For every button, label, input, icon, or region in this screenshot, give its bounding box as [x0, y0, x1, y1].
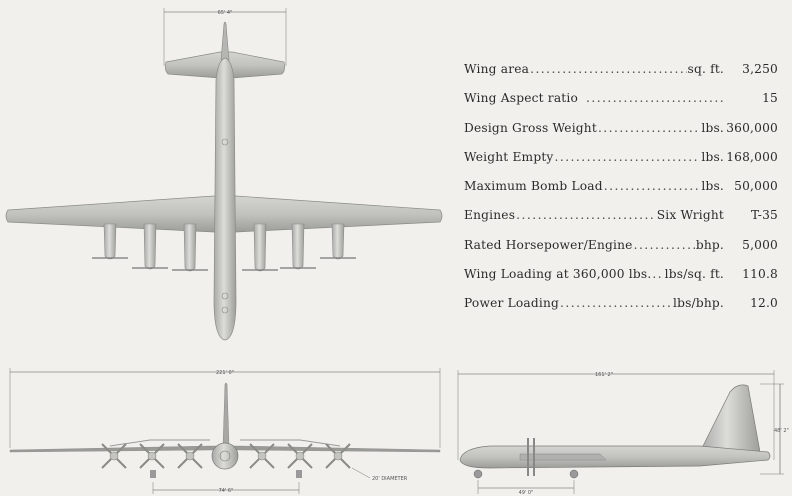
spec-value: 50,000 [734, 179, 778, 194]
spec-row-gross-weight: Design Gross Weight lbs. 360,000 [464, 121, 778, 150]
fuselage [213, 57, 237, 341]
spec-label: Power Loading [464, 296, 560, 311]
top-view: 65' 4" [5, 8, 443, 341]
spec-row-horsepower: Rated Horsepower/Engine bhp. 5,000 [464, 238, 778, 267]
spec-row-weight-empty: Weight Empty lbs. 168,000 [464, 150, 778, 179]
spec-value: T-35 [751, 208, 778, 223]
vertical-fin [220, 21, 230, 61]
top-span-dimension: 65' 4" [218, 10, 233, 16]
front-span-dimension: 221' 0" [216, 370, 234, 376]
spec-value: 360,000 [726, 120, 778, 135]
spec-row-power-loading: Power Loading lbs/bhp. 12.0 [464, 296, 778, 325]
spec-row-engines: Engines Six Wright T-35 [464, 208, 778, 237]
spec-label: Rated Horsepower/Engine [464, 237, 633, 252]
spec-label: Weight Empty [464, 149, 554, 164]
spec-value: 12.0 [750, 296, 778, 311]
spec-value: 15 [762, 91, 778, 106]
spec-value: 3,250 [742, 62, 778, 76]
spec-row-wing-loading: Wing Loading at 360,000 lbs. lbs/sq. ft.… [464, 267, 778, 296]
side-view: 161' 2" 48' 2" 49' 0" [457, 370, 789, 496]
spec-label: Wing Loading at 360,000 lbs. [464, 267, 652, 282]
engine-nacelles [103, 223, 345, 272]
prop-diameter-note: 20' DIAMETER [372, 476, 408, 482]
spec-unit: lbs/bhp. [673, 296, 724, 311]
spec-unit: lbs/sq. ft. [664, 267, 724, 282]
spec-unit: lbs. [701, 179, 724, 194]
spec-row-aspect-ratio: Wing Aspect ratio 15 [464, 91, 778, 120]
spec-row-wing-area: Wing area sq. ft. 3,250 [464, 62, 778, 91]
spec-value: 110.8 [742, 267, 778, 282]
wheelbase-dimension: 49' 0" [519, 490, 534, 496]
spec-label: Wing area [464, 62, 530, 76]
spec-value: 5,000 [742, 237, 778, 252]
gear-track-dimension: 74' 6" [219, 488, 234, 494]
spec-label: Engines [464, 208, 516, 223]
spec-label: Design Gross Weight [464, 120, 597, 135]
side-height-dimension: 48' 2" [774, 428, 789, 434]
spec-unit: Six Wright [656, 208, 724, 223]
front-propellers [101, 443, 351, 469]
front-view: 221' 0" 74' 6" 20' DIAMETER [9, 368, 441, 494]
spec-unit: sq. ft. [687, 62, 724, 76]
spec-unit: lbs. [701, 149, 724, 164]
propeller-discs [92, 257, 356, 271]
side-length-dimension: 161' 2" [595, 372, 613, 378]
spec-value: 168,000 [726, 149, 778, 164]
spec-unit: lbs. [701, 120, 724, 135]
specifications-table: Wing area sq. ft. 3,250 Wing Aspect rati… [464, 62, 778, 326]
spec-label: Wing Aspect ratio [464, 91, 579, 106]
spec-label: Maximum Bomb Load [464, 179, 603, 194]
spec-unit: bhp. [695, 237, 724, 252]
spec-row-bomb-load: Maximum Bomb Load lbs. 50,000 [464, 179, 778, 208]
